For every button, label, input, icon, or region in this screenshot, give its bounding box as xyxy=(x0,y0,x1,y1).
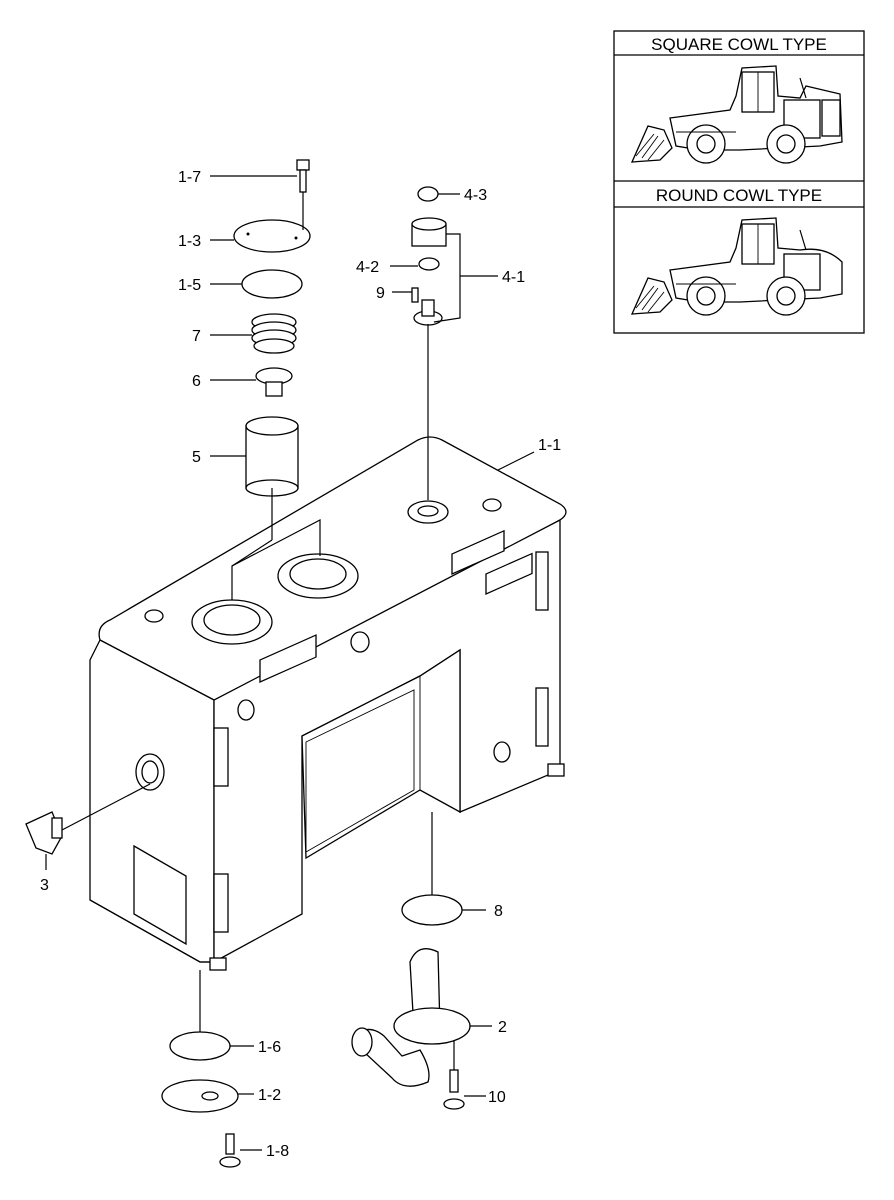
callout-1-7: 1-7 xyxy=(178,169,201,186)
part-gasket-1-5 xyxy=(241,269,303,299)
callout-4-3: 4-3 xyxy=(464,187,487,204)
part-bolt-10 xyxy=(443,1069,465,1110)
round-cowl-title: ROUND COWL TYPE xyxy=(656,186,822,205)
part-gasket-8 xyxy=(401,894,463,926)
part-cover-1-3 xyxy=(233,219,311,253)
callout-7: 7 xyxy=(192,328,201,345)
callout-8: 8 xyxy=(494,903,503,920)
square-cowl-loader-image xyxy=(630,65,843,164)
model-inset: SQUARE COWL TYPE ROUND COWL TYPE xyxy=(613,30,865,334)
part-spring-7 xyxy=(251,313,297,354)
callout-5: 5 xyxy=(192,449,201,466)
part-breather-4-1 xyxy=(411,217,447,326)
part-suction-pipe-2 xyxy=(351,948,471,1087)
callout-1-5: 1-5 xyxy=(178,277,201,294)
callout-labels: 1-7 1-3 1-5 7 6 5 4-3 4-2 4-1 9 1-1 3 8 … xyxy=(40,169,561,1160)
callout-3: 3 xyxy=(40,877,49,894)
top-port-large-right xyxy=(277,553,359,599)
top-port-large-left xyxy=(191,599,273,645)
part-cap-4-3 xyxy=(417,186,439,202)
part-cover-1-2 xyxy=(161,1079,239,1113)
hydraulic-tank xyxy=(89,436,567,971)
callout-2: 2 xyxy=(498,1019,507,1036)
callout-4-1: 4-1 xyxy=(502,269,525,286)
callout-9: 9 xyxy=(376,285,385,302)
callout-1-1: 1-1 xyxy=(538,437,561,454)
round-cowl-loader-image xyxy=(630,217,843,316)
part-plug-3 xyxy=(25,811,63,855)
callout-1-6: 1-6 xyxy=(258,1039,281,1056)
callout-leaders xyxy=(45,175,535,1151)
part-bolt-1-8 xyxy=(219,1133,241,1168)
part-filter-5 xyxy=(245,416,299,497)
assembly-lines xyxy=(61,192,461,1070)
callout-4-2: 4-2 xyxy=(356,259,379,276)
callout-10: 10 xyxy=(488,1089,506,1106)
callout-6: 6 xyxy=(192,373,201,390)
callout-1-8: 1-8 xyxy=(266,1143,289,1160)
part-gasket-1-6 xyxy=(169,1031,231,1061)
callout-1-2: 1-2 xyxy=(258,1087,281,1104)
callout-1-3: 1-3 xyxy=(178,233,201,250)
square-cowl-title: SQUARE COWL TYPE xyxy=(651,35,827,54)
part-bolt-1-7 xyxy=(296,159,310,193)
part-valve-6 xyxy=(255,367,293,397)
part-screw-9 xyxy=(411,287,419,303)
